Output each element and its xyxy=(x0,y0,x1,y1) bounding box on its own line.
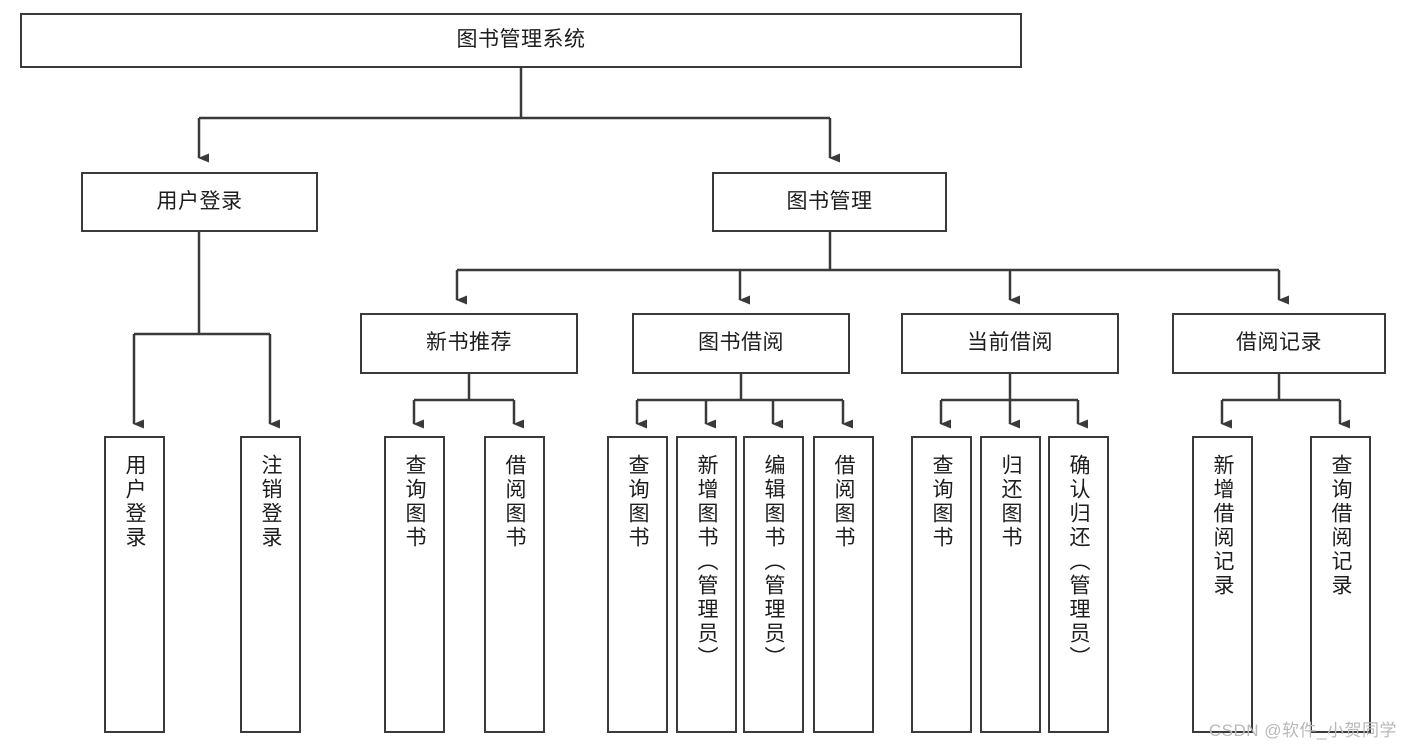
node-book-borrow[interactable]: 图书借阅 xyxy=(632,313,850,374)
leaf-bb-edit-book-label: 编辑图书（管理员） xyxy=(762,454,785,670)
leaf-bb-query-book[interactable]: 查询图书 xyxy=(607,436,668,733)
leaf-cb-confirm-return-label: 确认归还（管理员） xyxy=(1067,454,1090,670)
leaf-cb-query-book-label: 查询图书 xyxy=(930,454,953,550)
node-new-book-recommend-label: 新书推荐 xyxy=(426,331,512,355)
leaf-nbr-borrow-book-label: 借阅图书 xyxy=(503,454,526,550)
leaf-user-login-label: 用户登录 xyxy=(123,454,146,550)
leaf-br-query-record[interactable]: 查询借阅记录 xyxy=(1310,436,1371,733)
leaf-cb-return-book-label: 归还图书 xyxy=(999,454,1022,550)
node-current-borrow[interactable]: 当前借阅 xyxy=(901,313,1119,374)
node-book-manage-label: 图书管理 xyxy=(786,189,873,213)
csdn-watermark: CSDN @软件_小贺同学 xyxy=(1208,721,1397,740)
leaf-bb-borrow-book[interactable]: 借阅图书 xyxy=(813,436,874,733)
leaf-user-logout[interactable]: 注销登录 xyxy=(240,436,301,733)
leaf-cb-query-book[interactable]: 查询图书 xyxy=(911,436,972,733)
leaf-bb-add-book-label: 新增图书（管理员） xyxy=(695,454,718,670)
leaf-user-login[interactable]: 用户登录 xyxy=(104,436,165,733)
leaf-bb-edit-book[interactable]: 编辑图书（管理员） xyxy=(743,436,804,733)
leaf-br-add-record[interactable]: 新增借阅记录 xyxy=(1192,436,1253,733)
node-root-label: 图书管理系统 xyxy=(456,28,586,52)
leaf-br-add-record-label: 新增借阅记录 xyxy=(1211,454,1234,598)
node-current-borrow-label: 当前借阅 xyxy=(967,331,1053,355)
leaf-bb-add-book[interactable]: 新增图书（管理员） xyxy=(676,436,737,733)
node-borrow-record-label: 借阅记录 xyxy=(1236,331,1322,355)
leaf-nbr-query-book[interactable]: 查询图书 xyxy=(384,436,445,733)
leaf-bb-borrow-book-label: 借阅图书 xyxy=(832,454,855,550)
leaf-bb-query-book-label: 查询图书 xyxy=(626,454,649,550)
node-borrow-record[interactable]: 借阅记录 xyxy=(1172,313,1386,374)
leaf-cb-confirm-return[interactable]: 确认归还（管理员） xyxy=(1048,436,1109,733)
leaf-nbr-query-book-label: 查询图书 xyxy=(403,454,426,550)
leaf-nbr-borrow-book[interactable]: 借阅图书 xyxy=(484,436,545,733)
node-new-book-recommend[interactable]: 新书推荐 xyxy=(360,313,578,374)
node-book-borrow-label: 图书借阅 xyxy=(698,331,784,355)
node-book-manage[interactable]: 图书管理 xyxy=(712,172,947,232)
leaf-user-logout-label: 注销登录 xyxy=(259,454,282,550)
node-root[interactable]: 图书管理系统 xyxy=(20,13,1022,68)
leaf-cb-return-book[interactable]: 归还图书 xyxy=(980,436,1041,733)
leaf-br-query-record-label: 查询借阅记录 xyxy=(1329,454,1352,598)
node-user-login-label: 用户登录 xyxy=(156,189,243,213)
node-user-login[interactable]: 用户登录 xyxy=(81,172,318,232)
